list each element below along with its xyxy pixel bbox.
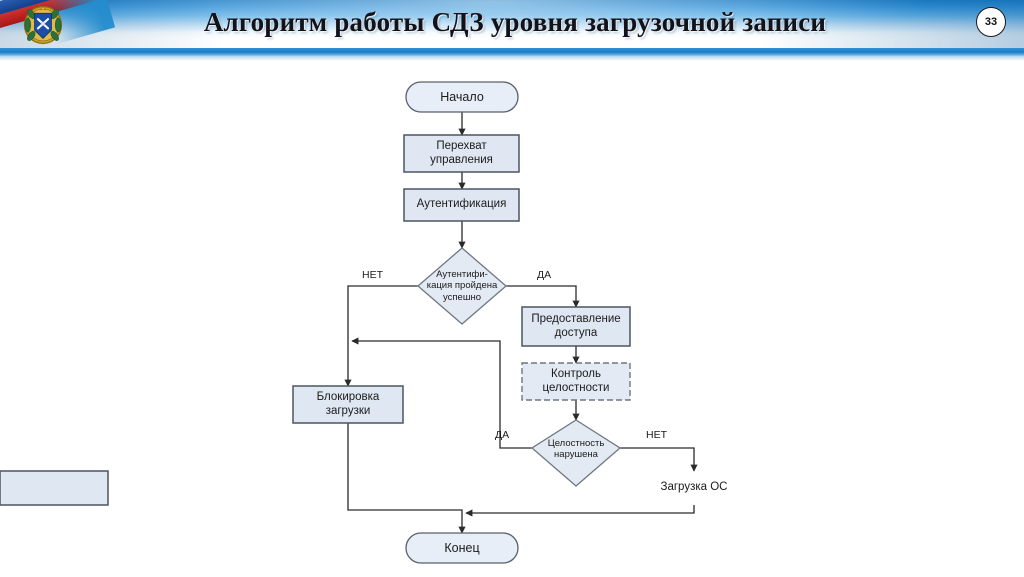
- node-viol-check-shape[interactable]: [530, 419, 622, 487]
- node-block-shape[interactable]: [292, 385, 404, 424]
- node-boot-os-shape[interactable]: [0, 470, 109, 506]
- page-number-value: 33: [984, 16, 998, 28]
- russian-military-crest-icon: [23, 5, 63, 45]
- node-auth-shape[interactable]: [403, 188, 520, 222]
- slide-header: Алгоритм работы СДЗ уровня загрузочной з…: [0, 0, 1024, 48]
- header-underbar: [0, 48, 1024, 57]
- node-start-shape[interactable]: [405, 81, 519, 113]
- node-grant-shape[interactable]: [521, 306, 631, 347]
- emblem: [0, 0, 118, 48]
- node-integrity-shape[interactable]: [521, 362, 631, 401]
- edge-authcheck-no-to-block: [344, 285, 418, 387]
- page-number-badge: 33: [976, 7, 1006, 37]
- flowchart-svg: [0, 81, 698, 564]
- edge-authcheck-yes-to-grant: [506, 285, 580, 308]
- node-intercept-shape[interactable]: [403, 134, 520, 173]
- node-auth-check-shape[interactable]: [417, 247, 507, 325]
- edge-bootos-to-end: [465, 505, 695, 517]
- page-title: Алгоритм работы СДЗ уровня загрузочной з…: [203, 7, 827, 37]
- header-underbar-shadow: [0, 57, 1024, 61]
- flowchart-canvas: Начало Перехват управления Аутентификаци…: [0, 62, 1024, 577]
- edge-block-to-end: [347, 423, 466, 534]
- node-end-shape[interactable]: [405, 532, 519, 564]
- edge-violcheck-yes-to-block: [351, 337, 532, 449]
- edge-violcheck-no-to-bootos: [620, 447, 698, 472]
